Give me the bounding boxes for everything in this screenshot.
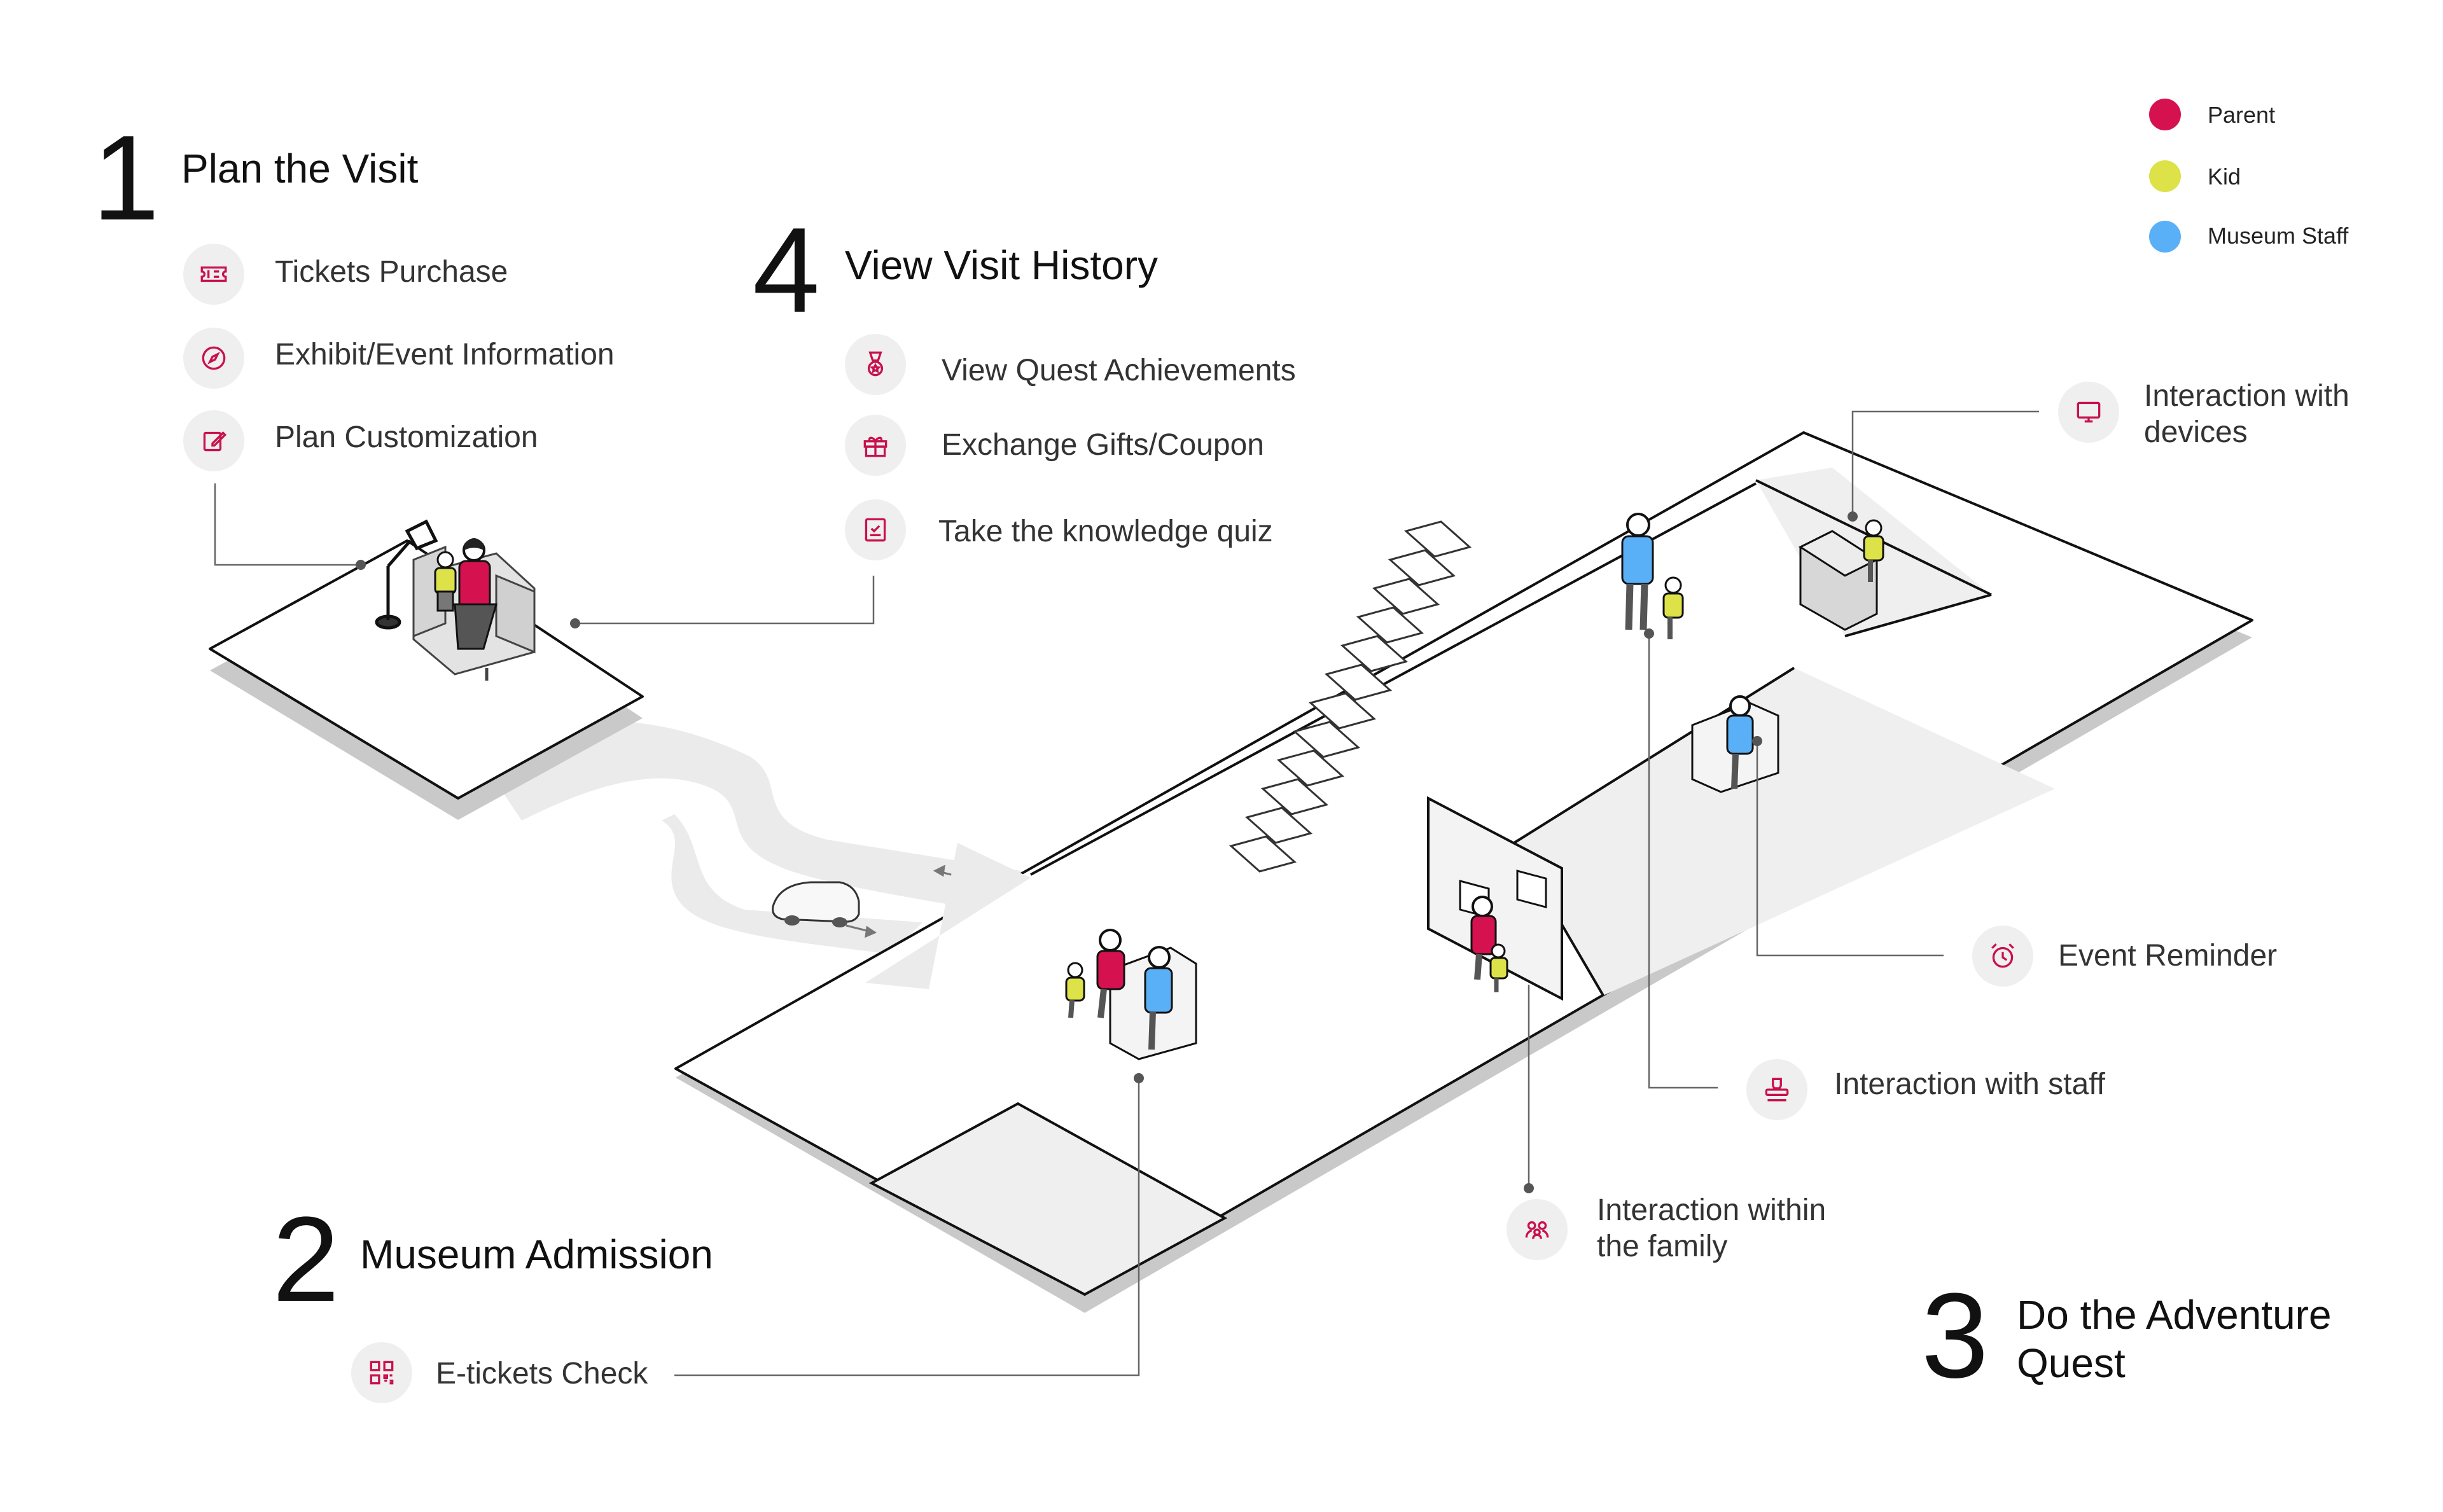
monitor-icon [2058,382,2119,443]
staff-kid-scene [1621,513,1684,639]
parent-figure [454,538,498,650]
staff-figure [1726,695,1754,789]
legend-dot-parent [2149,99,2181,130]
step-number: 4 [753,203,820,338]
kid-figure [1662,576,1684,639]
item-label: Take the knowledge quiz [938,515,1273,548]
item-label: Plan Customization [275,420,538,454]
legend-dot-museum-staff [2149,221,2181,253]
item-label: Interaction with staff [1834,1067,2105,1101]
road-path [484,721,1024,954]
step-number: 3 [1921,1268,1989,1403]
floor-lamp-icon [375,519,438,630]
alarm-clock-icon [1972,926,2033,987]
home-platform [209,519,644,820]
parent-figure [1470,896,1497,980]
item-label: Interaction with devices [2144,379,2349,449]
step-number: 1 [92,111,160,246]
item-label: Exchange Gifts/Coupon [942,428,1264,462]
staff-figure [1144,946,1173,1050]
legend-label-kid: Kid [2208,163,2241,190]
legend-dot-kid [2149,160,2181,192]
item-label: Tickets Purchase [275,255,508,289]
kid-figure [1863,519,1884,582]
gift-icon [845,415,906,476]
exhibit-board-scene [1427,796,1563,1001]
compass-icon [183,328,244,389]
qr-code-icon [351,1342,412,1403]
section-title: Do the Adventure Quest [2017,1292,2332,1386]
legend-label-parent: Parent [2208,102,2276,128]
section-title: Plan the Visit [181,146,419,191]
admission-desk-scene [1065,929,1197,1060]
stamp-icon [1746,1059,1807,1120]
quiz-icon [845,499,906,560]
parent-figure [1096,929,1125,1018]
step-number: 2 [272,1192,340,1327]
edit-icon [183,410,244,471]
ticket-icon [183,244,244,305]
item-label: Interaction within the family [1597,1193,1827,1263]
item-label: E-tickets Check [436,1357,648,1391]
car-icon [772,881,860,927]
section-title: View Visit History [845,242,1158,288]
legend-label-museum-staff: Museum Staff [2208,223,2349,249]
callout-dots [356,511,1858,1193]
item-label: Exhibit/Event Information [275,338,615,371]
section-title: Museum Admission [360,1231,713,1277]
callout-leaders [214,410,2039,1377]
kid-figure [1065,962,1085,1018]
kid-figure [434,551,457,612]
staff-figure [1621,513,1654,630]
kid-figure [1489,943,1508,992]
staircase [1228,520,1472,873]
medal-icon [845,334,906,395]
item-label: View Quest Achievements [942,354,1296,387]
family-icon [1507,1199,1568,1260]
item-label: Event Reminder [2058,939,2278,973]
device-kiosk-scene [1798,519,1884,631]
